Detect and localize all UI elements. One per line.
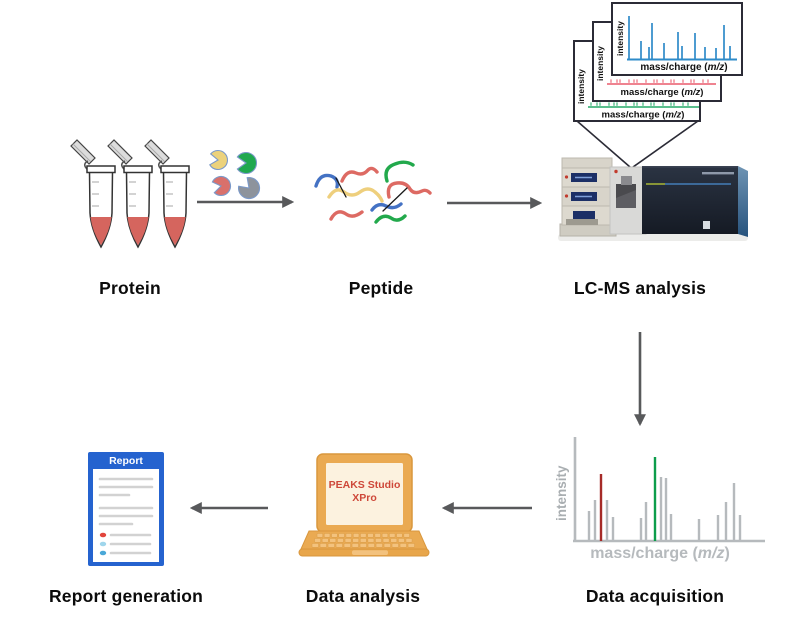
label-data-acquisition: Data acquisition xyxy=(585,586,725,606)
enzyme-icon-gray xyxy=(238,177,261,200)
report-header-title: Report xyxy=(109,455,143,467)
enzymes-group xyxy=(209,149,261,200)
laptop-icon xyxy=(298,453,430,557)
front-xlabel: mass/charge (m/z) xyxy=(640,62,727,73)
label-data-analysis: Data analysis xyxy=(305,586,421,606)
back-xlabel: mass/charge (m/z) xyxy=(602,110,685,121)
laptop-software-line1: PEAKS Studio xyxy=(328,479,401,491)
acquisition-xlabel: mass/charge (m/z) xyxy=(590,545,730,562)
laptop-software-line2: XPro xyxy=(352,492,377,504)
callout-funnel xyxy=(576,120,699,168)
laptop-keyboard xyxy=(311,533,415,548)
test-tube-icon xyxy=(107,139,153,248)
enzyme-icon-green xyxy=(236,151,258,175)
spectra-stack: intensity mass/charge (m/z) intensity ma… xyxy=(573,2,743,168)
flow-arrows xyxy=(189,196,646,514)
front-ylabel: intensity xyxy=(615,21,625,56)
report-document-icon xyxy=(88,452,164,566)
back-ylabel: intensity xyxy=(576,69,586,104)
mini-spectrum-front: intensity mass/charge (m/z) xyxy=(611,2,743,76)
enzyme-icon-red xyxy=(211,175,232,197)
peptides-icon xyxy=(314,160,432,224)
acquisition-chart: intensity mass/charge (m/z) xyxy=(554,437,765,562)
bullet-blue-icon xyxy=(99,550,107,556)
label-report-generation: Report generation xyxy=(48,586,204,606)
middle-ylabel: intensity xyxy=(595,46,605,81)
enzyme-icon-yellow xyxy=(209,149,229,171)
lcms-instrument-icon xyxy=(558,157,748,241)
laptop-screen-text: PEAKS Studio XPro xyxy=(326,479,403,505)
bullet-lightblue-icon xyxy=(99,541,107,547)
label-lcms-analysis: LC-MS analysis xyxy=(573,278,707,298)
middle-xlabel: mass/charge (m/z) xyxy=(621,87,704,98)
acquisition-ylabel: intensity xyxy=(554,465,569,521)
test-tube-icon xyxy=(144,139,190,248)
label-peptide: Peptide xyxy=(348,278,414,298)
bullet-red-icon xyxy=(99,532,107,538)
label-protein: Protein xyxy=(99,278,161,298)
test-tube-icon xyxy=(70,139,116,248)
test-tubes-icon xyxy=(70,139,190,248)
